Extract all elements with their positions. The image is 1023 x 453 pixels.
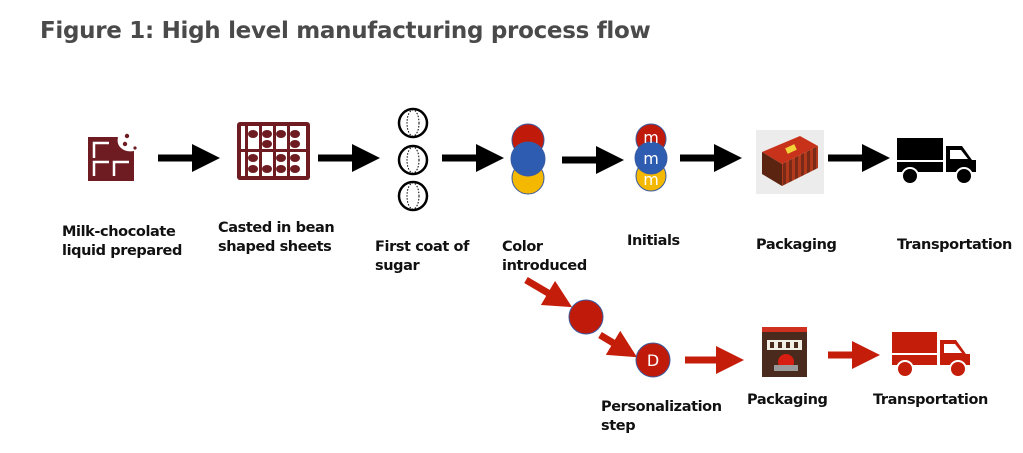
step-label-casting: Casted in bean shaped sheets [218, 219, 335, 257]
step-label-initials: Initials [627, 232, 680, 251]
chocolate-bar-icon [88, 133, 137, 181]
label-line: step [601, 418, 636, 434]
branch-label-packaging: Packaging [747, 391, 828, 410]
label-line: Milk-chocolate [62, 224, 176, 240]
printed-candies-icon: m m m [634, 123, 668, 192]
initial-glyph-yellow: m [643, 170, 659, 189]
step-label-packaging: Packaging [756, 236, 837, 255]
label-line: Initials [627, 233, 680, 249]
step-label-sugar-coat: First coat of sugar [375, 238, 469, 276]
personalized-candy-icon: D [635, 342, 671, 378]
initial-glyph-red: m [643, 128, 659, 147]
label-line: Packaging [756, 237, 837, 253]
label-line: Transportation [897, 237, 1012, 253]
label-line: introduced [502, 258, 587, 274]
bag-package-icon [762, 327, 807, 377]
box-package-icon [756, 130, 824, 194]
branch-arrow-2 [598, 330, 638, 358]
label-line: Personalization [601, 399, 722, 415]
step-label-personalization: Personalization step [601, 398, 722, 436]
colored-candies-icon [510, 123, 546, 195]
personalized-glyph: D [647, 351, 659, 370]
label-line: sugar [375, 258, 420, 274]
bean-mold-icon [237, 122, 310, 180]
label-line: Color [502, 239, 543, 255]
label-line: Packaging [747, 392, 828, 408]
step-label-transportation: Transportation [897, 236, 1012, 255]
label-line: Transportation [873, 392, 988, 408]
figure-title: Figure 1: High level manufacturing proce… [40, 18, 651, 44]
label-line: First coat of [375, 239, 470, 255]
red-candy-icon [568, 299, 604, 335]
initial-glyph-blue: m [643, 149, 659, 168]
sugar-coated-beans-icon [397, 107, 429, 212]
step-label-milk-chocolate: Milk-chocolate liquid prepared [62, 223, 182, 261]
truck-icon [897, 138, 976, 185]
label-line: shaped sheets [218, 239, 332, 255]
branch-arrow-1 [524, 276, 573, 308]
label-line: liquid prepared [62, 243, 182, 259]
step-label-color: Color introduced [502, 238, 587, 276]
truck-icon-branch [892, 332, 970, 378]
branch-label-transportation: Transportation [873, 391, 988, 410]
label-line: Casted in bean [218, 220, 335, 236]
